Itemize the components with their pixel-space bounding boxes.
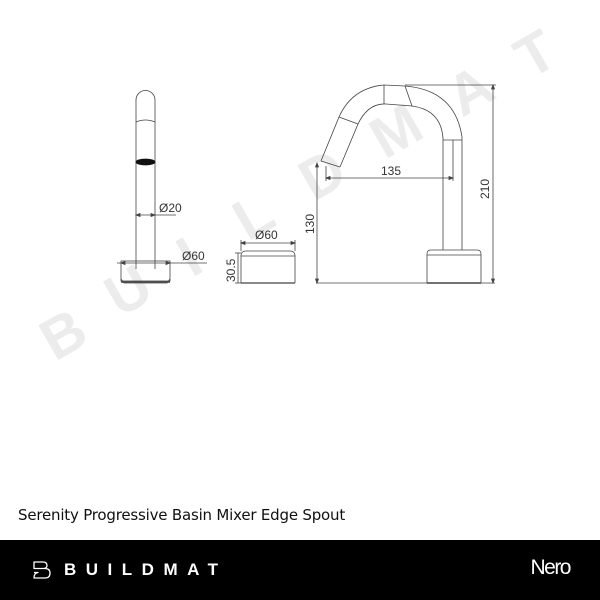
watermark-letter: B <box>29 296 98 373</box>
handle-view <box>235 240 297 284</box>
dim-label-reach: 135 <box>381 164 401 178</box>
side-view <box>117 90 207 284</box>
dim-label-handle-height: 30.5 <box>224 258 238 282</box>
watermark-letter: D <box>288 136 357 213</box>
product-title: Serenity Progressive Basin Mixer Edge Sp… <box>18 506 346 524</box>
dim-label-spout-height: 130 <box>303 214 317 234</box>
brand: BUILDMAT <box>32 560 228 580</box>
watermark-letter: L <box>222 179 285 253</box>
buildmat-logo-icon <box>33 561 51 579</box>
watermark-letter: T <box>504 17 567 91</box>
footer-bar: BUILDMAT Nero <box>0 540 600 600</box>
technical-drawing: B U I L D M A T Ø20 Ø60 <box>29 17 567 373</box>
aerator-icon <box>135 158 156 166</box>
watermark-letter: U <box>94 252 163 329</box>
watermark-letter: M <box>359 91 433 171</box>
front-view <box>314 83 496 285</box>
dim-label-handle-diameter: Ø60 <box>255 228 278 242</box>
dim-label-overall-height: 210 <box>478 179 492 199</box>
brand-name: BUILDMAT <box>64 560 228 579</box>
dim-label-base-diameter: Ø60 <box>182 249 205 263</box>
dim-label-spout-diameter: Ø20 <box>159 201 182 215</box>
watermark-letter: A <box>436 52 505 129</box>
supplier-name: Nero <box>530 556 571 579</box>
